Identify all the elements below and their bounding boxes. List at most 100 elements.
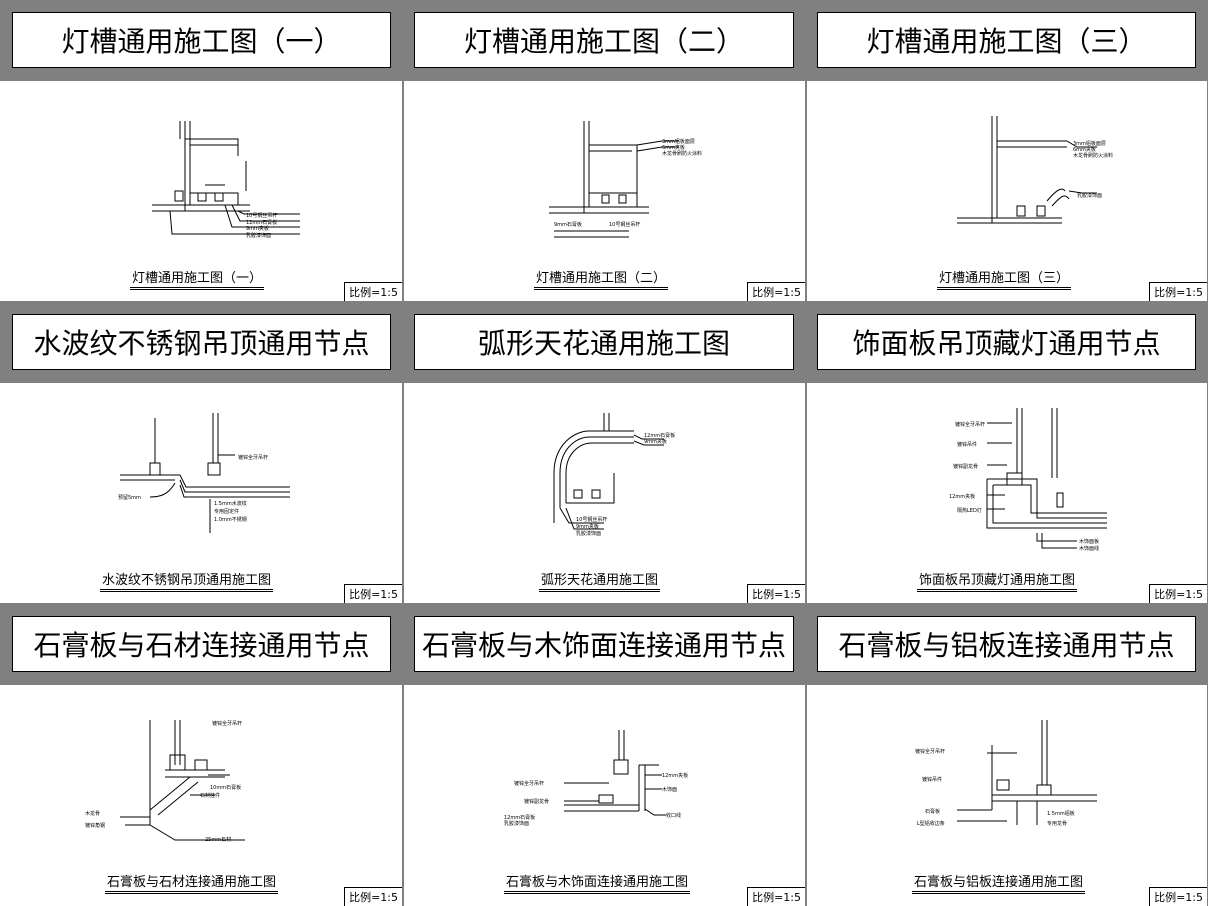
panel-title: 灯槽通用施工图（一） <box>12 12 391 68</box>
panel-hidden-light-drawing: 镀锌全牙吊杆 镀锌吊件 镀锌副龙骨 12mm夹板 隔热LED灯 木饰面板 木饰面… <box>949 408 1107 552</box>
panel-title: 石膏板与木饰面连接通用节点 <box>414 616 794 672</box>
water-ripple-drawing: 镀锌全牙吊杆 1.5mm水波纹 专用固定件 1.0mm不锈钢 预留5mm <box>118 413 290 533</box>
panel-title: 石膏板与石材连接通用节点 <box>12 616 391 672</box>
panel-title: 灯槽通用施工图（三） <box>817 12 1196 68</box>
drawing-caption: 水波纹不锈钢吊顶通用施工图 <box>100 569 274 592</box>
svg-text:25mm石材: 25mm石材 <box>205 836 231 843</box>
svg-text:镀锌角钢: 镀锌角钢 <box>85 822 105 829</box>
light-trough-3-drawing: 3mm铝板面层 6mm夹板 木龙骨刷防火涂料 乳胶漆饰面 <box>957 116 1113 224</box>
panel-title: 石膏板与铝板连接通用节点 <box>817 616 1196 672</box>
svg-text:1.5mm水波纹: 1.5mm水波纹 <box>214 500 247 507</box>
drawing-caption: 石膏板与木饰面连接通用施工图 <box>504 871 691 894</box>
panel-1[interactable]: 灯槽通用施工图（一） <box>0 0 403 302</box>
scale-label: 比例=1:5 <box>344 887 402 906</box>
panel-title: 饰面板吊顶藏灯通用节点 <box>817 314 1196 370</box>
drawing-sheet: 12mm石膏板 9mm夹板 10号钢丝吊杆 9mm夹板 乳胶漆饰面 弧形天花通用… <box>404 383 805 603</box>
svg-text:L型铝收边条: L型铝收边条 <box>917 820 945 827</box>
svg-text:镀锌吊件: 镀锌吊件 <box>922 776 942 783</box>
svg-text:1.0mm不锈钢: 1.0mm不锈钢 <box>214 516 247 523</box>
drawing-caption: 灯槽通用施工图（一） <box>130 267 265 290</box>
svg-text:镀锌全牙吊杆: 镀锌全牙吊杆 <box>955 421 985 428</box>
panel-title: 弧形天花通用施工图 <box>414 314 794 370</box>
scale-label: 比例=1:5 <box>1149 887 1207 906</box>
drawing-sheet: 镀锌全牙吊杆 1.5mm水波纹 专用固定件 1.0mm不锈钢 预留5mm 水波纹… <box>0 383 402 603</box>
svg-text:9mm石膏板: 9mm石膏板 <box>554 221 582 228</box>
scale-label: 比例=1:5 <box>747 282 805 301</box>
drawing-caption: 石膏板与铝板连接通用施工图 <box>912 871 1086 894</box>
svg-text:木饰面板: 木饰面板 <box>1079 538 1099 545</box>
drawing-sheet: 3mm铝板面层 6mm夹板 木龙骨刷防火涂料 9mm石膏板 10号钢丝吊杆 灯槽… <box>404 81 805 301</box>
svg-text:镀锌副龙骨: 镀锌副龙骨 <box>953 463 978 470</box>
drawing-caption: 灯槽通用施工图（三） <box>937 267 1072 290</box>
drawing-sheet: 镀锌全牙吊杆 10mm石膏板 石材挂件 木龙骨 镀锌角钢 25mm石材 石膏板与… <box>0 685 402 906</box>
svg-text:1.5mm铝板: 1.5mm铝板 <box>1047 810 1075 817</box>
svg-text:12mm石膏板: 12mm石膏板 <box>504 814 535 821</box>
scale-label: 比例=1:5 <box>1149 282 1207 301</box>
svg-text:隔热LED灯: 隔热LED灯 <box>957 507 982 514</box>
svg-text:10号钢丝吊杆: 10号钢丝吊杆 <box>576 516 607 523</box>
svg-text:木龙骨刷防火涂料: 木龙骨刷防火涂料 <box>1073 152 1113 159</box>
panel-2[interactable]: 灯槽通用施工图（二） <box>403 0 806 302</box>
svg-text:乳胶漆饰面: 乳胶漆饰面 <box>246 232 271 239</box>
scale-label: 比例=1:5 <box>344 282 402 301</box>
svg-text:12mm夹板: 12mm夹板 <box>949 493 975 500</box>
svg-text:镀锌全牙吊杆: 镀锌全牙吊杆 <box>212 720 242 727</box>
svg-text:镀锌全牙吊杆: 镀锌全牙吊杆 <box>915 748 945 755</box>
svg-text:专用固定件: 专用固定件 <box>214 508 239 515</box>
svg-text:木饰面线: 木饰面线 <box>1079 545 1099 552</box>
drawing-sheet: 3mm铝板面层 6mm夹板 木龙骨刷防火涂料 乳胶漆饰面 灯槽通用施工图（三） … <box>807 81 1207 301</box>
svg-text:镀锌吊件: 镀锌吊件 <box>957 441 977 448</box>
svg-text:10号钢丝吊杆: 10号钢丝吊杆 <box>609 221 640 228</box>
svg-text:乳胶漆饰面: 乳胶漆饰面 <box>576 530 601 537</box>
scale-label: 比例=1:5 <box>1149 584 1207 603</box>
svg-text:镀锌副龙骨: 镀锌副龙骨 <box>524 798 549 805</box>
svg-text:9mm夹板: 9mm夹板 <box>246 225 269 232</box>
scale-label: 比例=1:5 <box>747 584 805 603</box>
svg-text:12mm夹板: 12mm夹板 <box>662 772 688 779</box>
svg-text:镀锌全牙吊杆: 镀锌全牙吊杆 <box>514 780 544 787</box>
panel-8[interactable]: 石膏板与木饰面连接通用节点 <box>403 604 806 906</box>
drawing-sheet: 镀锌全牙吊杆 镀锌吊件 镀锌副龙骨 12mm夹板 隔热LED灯 木饰面板 木饰面… <box>807 383 1207 603</box>
svg-text:石膏板: 石膏板 <box>925 808 940 815</box>
svg-text:木龙骨刷防火涂料: 木龙骨刷防火涂料 <box>662 150 702 157</box>
light-trough-2-drawing: 3mm铝板面层 6mm夹板 木龙骨刷防火涂料 9mm石膏板 10号钢丝吊杆 <box>549 121 702 238</box>
svg-text:9mm夹板: 9mm夹板 <box>576 523 599 530</box>
svg-text:12mm石膏板: 12mm石膏板 <box>644 432 675 439</box>
light-trough-1-drawing: 10号钢丝吊杆 12mm石膏板 9mm夹板 乳胶漆饰面 <box>152 121 300 239</box>
drawing-sheet: 镀锌全牙吊杆 镀锌副龙骨 12mm石膏板 乳胶漆饰面 12mm夹板 木饰面 收口… <box>404 685 805 906</box>
arc-ceiling-drawing: 12mm石膏板 9mm夹板 10号钢丝吊杆 9mm夹板 乳胶漆饰面 <box>553 413 675 537</box>
panel-6[interactable]: 饰面板吊顶藏灯通用节点 <box>806 302 1208 604</box>
svg-text:乳胶漆饰面: 乳胶漆饰面 <box>1077 192 1102 199</box>
drawing-caption: 弧形天花通用施工图 <box>539 569 661 592</box>
svg-text:收口线: 收口线 <box>666 812 681 819</box>
svg-text:石材挂件: 石材挂件 <box>200 792 220 799</box>
panel-9[interactable]: 石膏板与铝板连接通用节点 镀锌全牙吊杆 <box>806 604 1208 906</box>
scale-label: 比例=1:5 <box>344 584 402 603</box>
svg-text:预留5mm: 预留5mm <box>118 494 141 501</box>
scale-label: 比例=1:5 <box>747 887 805 906</box>
svg-text:乳胶漆饰面: 乳胶漆饰面 <box>504 820 529 827</box>
svg-text:10mm石膏板: 10mm石膏板 <box>210 784 241 791</box>
svg-text:镀锌全牙吊杆: 镀锌全牙吊杆 <box>238 454 268 461</box>
drawing-sheet: 镀锌全牙吊杆 镀锌吊件 石膏板 L型铝收边条 1.5mm铝板 专用龙骨 石膏板与… <box>807 685 1207 906</box>
panel-5[interactable]: 弧形天花通用施工图 <box>403 302 806 604</box>
gypsum-aluminum-drawing: 镀锌全牙吊杆 镀锌吊件 石膏板 L型铝收边条 1.5mm铝板 专用龙骨 <box>915 720 1097 827</box>
svg-text:12mm石膏板: 12mm石膏板 <box>246 219 277 226</box>
svg-text:3mm铝板面层: 3mm铝板面层 <box>1073 140 1106 147</box>
drawing-sheet: 10号钢丝吊杆 12mm石膏板 9mm夹板 乳胶漆饰面 灯槽通用施工图（一） 比… <box>0 81 402 301</box>
svg-text:木龙骨: 木龙骨 <box>85 810 100 817</box>
svg-text:专用龙骨: 专用龙骨 <box>1047 820 1067 827</box>
panel-7[interactable]: 石膏板与石材连接通用节点 <box>0 604 403 906</box>
svg-text:6mm夹板: 6mm夹板 <box>1073 146 1096 153</box>
svg-text:3mm铝板面层: 3mm铝板面层 <box>662 138 695 145</box>
panel-title: 水波纹不锈钢吊顶通用节点 <box>12 314 391 370</box>
drawing-caption: 饰面板吊顶藏灯通用施工图 <box>917 569 1078 592</box>
panel-title: 灯槽通用施工图（二） <box>414 12 794 68</box>
gypsum-wood-drawing: 镀锌全牙吊杆 镀锌副龙骨 12mm石膏板 乳胶漆饰面 12mm夹板 木饰面 收口… <box>504 730 688 827</box>
panel-4[interactable]: 水波纹不锈钢吊顶通用节点 <box>0 302 403 604</box>
gypsum-stone-drawing: 镀锌全牙吊杆 10mm石膏板 石材挂件 木龙骨 镀锌角钢 25mm石材 <box>85 720 245 843</box>
svg-text:9mm夹板: 9mm夹板 <box>644 438 667 445</box>
drawing-caption: 石膏板与石材连接通用施工图 <box>105 871 279 894</box>
panel-3[interactable]: 灯槽通用施工图（三） 3mm铝板面层 <box>806 0 1208 302</box>
